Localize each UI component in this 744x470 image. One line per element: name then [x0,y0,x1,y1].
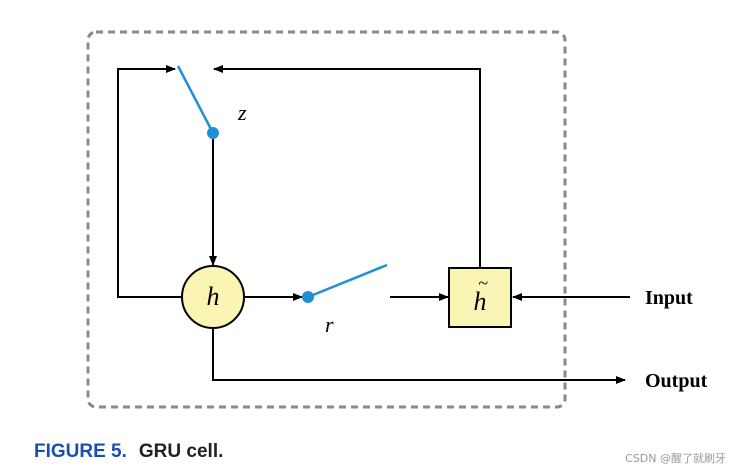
switch-z-blade [176,65,215,134]
switch-r-blade [307,263,388,299]
label-h: h [207,282,220,311]
label-input: Input [645,287,693,309]
label-r: r [325,312,334,337]
label-output: Output [645,370,708,392]
figure-caption: FIGURE 5. GRU cell. [34,441,223,463]
gru-diagram: z h r h ~ Input Output [86,30,708,409]
label-z: z [237,100,247,125]
switch-z-pivot [207,127,219,139]
h-tilde-box [448,267,512,328]
figure-caption-text: GRU cell. [138,441,224,462]
output-line [212,328,626,384]
h-tilde-to-z-line [213,65,481,268]
label-h-tilde: h [474,287,487,316]
h-feedback-line [117,65,183,298]
label-h-tilde-accent: ~ [478,273,488,293]
cell-boundary [86,30,567,409]
figure-label: FIGURE 5. [34,441,127,462]
watermark: CSDN @醒了就刷牙 [625,452,726,465]
